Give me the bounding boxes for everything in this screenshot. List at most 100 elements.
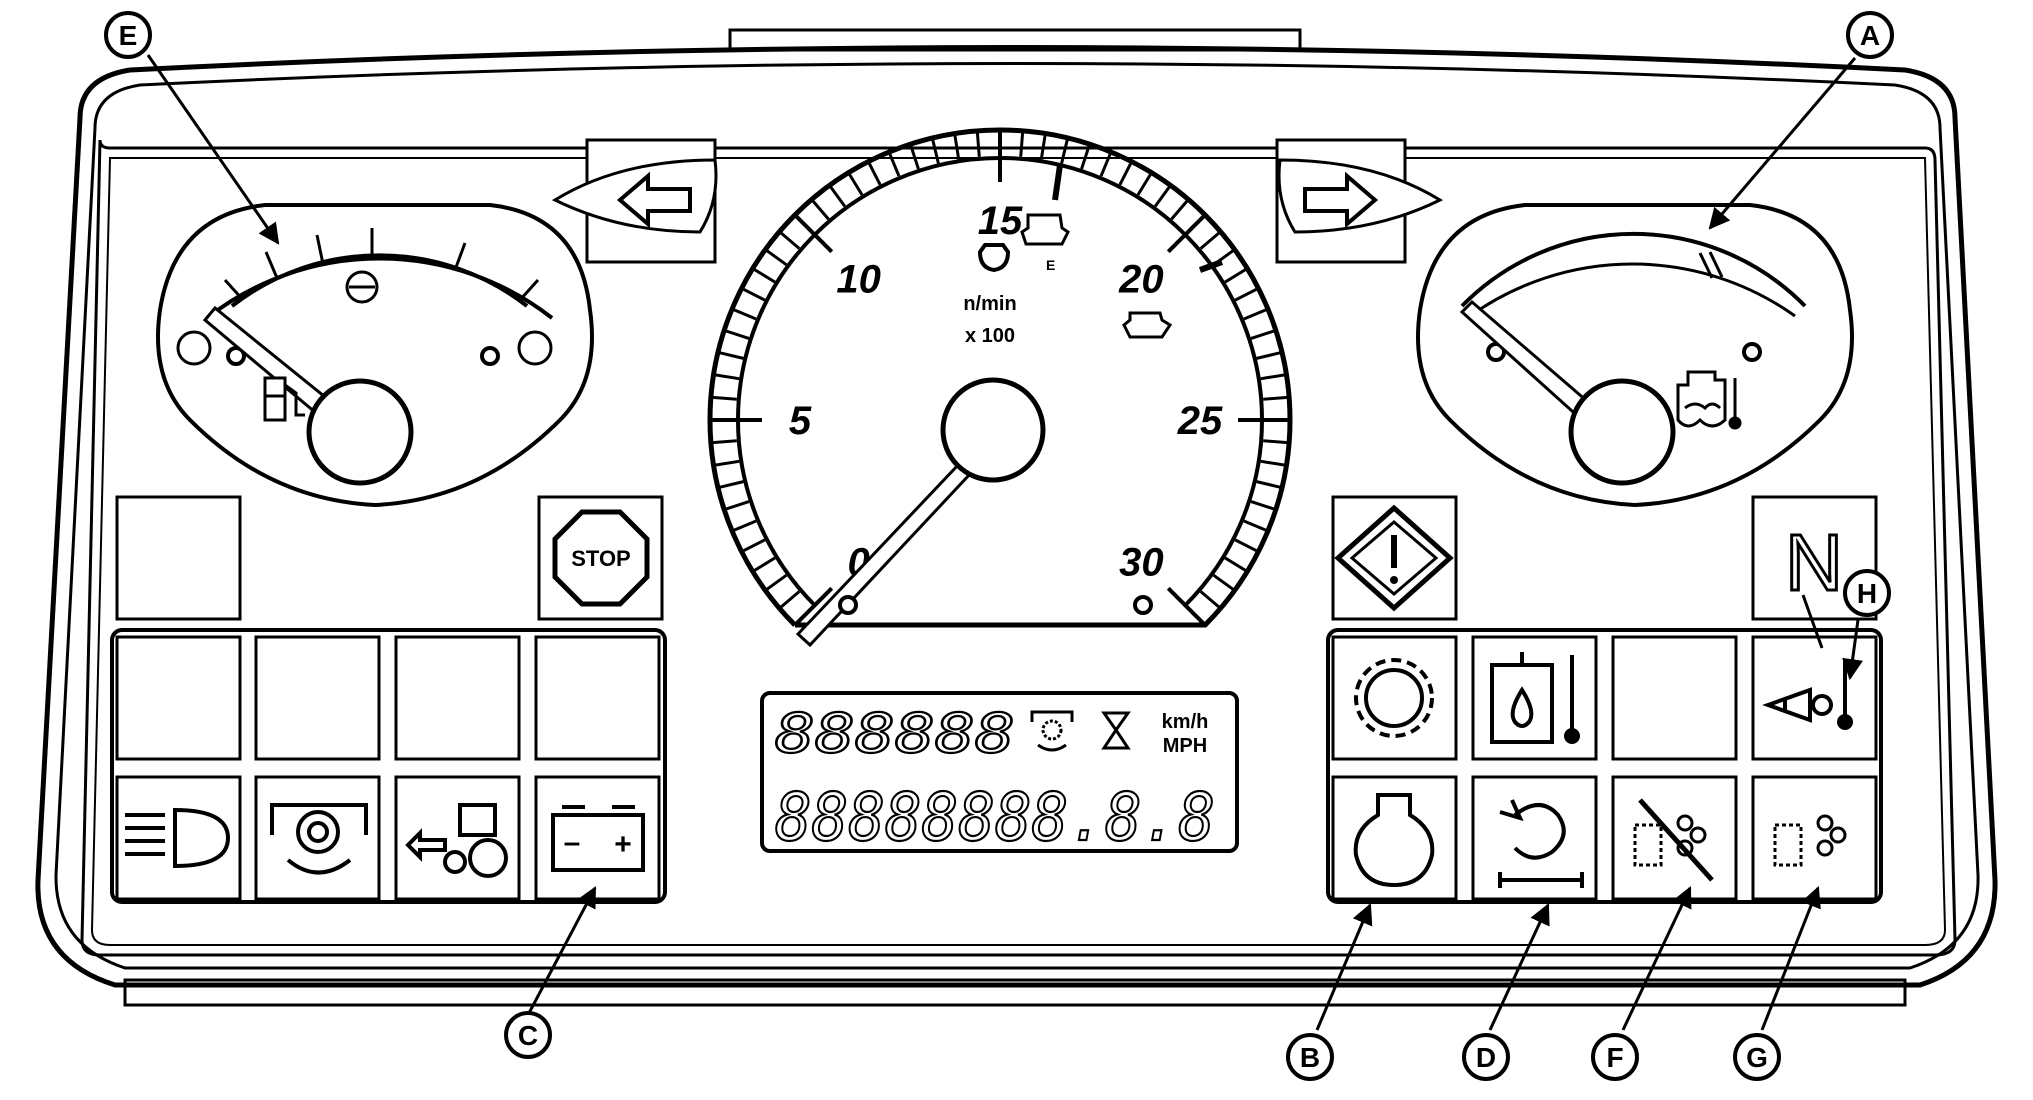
svg-text:B: B: [1300, 1042, 1320, 1073]
tach-minor-tick: [1250, 328, 1277, 340]
tach-scale-label: 15: [978, 199, 1023, 243]
tach-minor-tick: [710, 395, 737, 401]
service-indicator: [1471, 775, 1598, 901]
tach-minor-tick: [1263, 439, 1290, 445]
engine-oil-icon-top: E: [1020, 213, 1070, 273]
tach-minor-tick: [847, 171, 864, 196]
stop-sign-icon: [552, 509, 650, 607]
indicator-blank-4: [534, 635, 661, 761]
regen-indicator: [1751, 775, 1878, 901]
oil-pressure-indicator: [1331, 775, 1458, 901]
transmission-indicator: [1331, 635, 1458, 761]
left-turn-indicator: [551, 138, 718, 264]
engine-oil-icon: [1122, 311, 1173, 339]
fuel-gauge: [156, 203, 594, 508]
indicator-blank-2: [254, 635, 381, 761]
unit-kmh: km/h: [1162, 711, 1209, 733]
oil-pressure-icon: [1353, 793, 1435, 888]
callout-g: G: [1733, 1033, 1781, 1081]
svg-text:D: D: [1476, 1042, 1496, 1073]
tach-minor-tick: [953, 133, 961, 160]
tach-minor-tick: [1256, 350, 1283, 360]
tach-minor-tick: [717, 350, 744, 360]
tach-minor-tick: [1234, 538, 1260, 553]
tach-minor-tick: [810, 198, 830, 221]
coolant-temperature-icon: [1676, 370, 1742, 430]
hydraulic-oil-temp-icon: [1490, 652, 1580, 744]
tach-minor-tick: [1199, 230, 1222, 250]
tach-minor-tick: [1260, 373, 1287, 381]
tach-minor-tick: [1019, 130, 1025, 157]
tach-minor-tick: [713, 459, 740, 467]
trailer-brake-indicator: [394, 775, 521, 901]
svg-text:G: G: [1746, 1042, 1768, 1073]
callout-d: D: [1462, 1033, 1510, 1081]
e-marker: E: [1046, 257, 1055, 273]
tach-minor-tick: [1243, 307, 1269, 321]
tach-minor-tick: [867, 160, 882, 186]
battery-minus: –: [564, 826, 581, 859]
tach-minor-tick: [1263, 395, 1290, 401]
callout-h: H: [1843, 569, 1891, 617]
tach-minor-tick: [908, 143, 920, 170]
tach-minor-tick: [778, 590, 801, 610]
svg-text:F: F: [1606, 1042, 1623, 1073]
tach-scale-label: 30: [1119, 540, 1164, 584]
tach-minor-tick: [1243, 519, 1269, 533]
svg-text:E: E: [119, 20, 138, 51]
tach-minor-tick: [723, 500, 750, 512]
tach-minor-tick: [1224, 267, 1249, 284]
headlight-indicator: [115, 775, 242, 901]
callout-b: B: [1286, 1033, 1334, 1081]
air-filter-temp-icon: [1762, 660, 1853, 730]
lcd-top-digits: 888888: [775, 702, 1015, 765]
tach-unit-line2: x 100: [965, 325, 1015, 347]
tach-minor-tick: [1136, 171, 1153, 196]
indicator-blank-upper-left: [115, 495, 242, 621]
left-arrow-icon: [616, 171, 692, 229]
tach-minor-tick: [710, 439, 737, 445]
lcd-bottom-digits: 88888888.8.8: [775, 779, 1215, 856]
tach-minor-tick: [1080, 143, 1092, 170]
tach-minor-tick: [887, 151, 901, 177]
tach-minor-tick: [740, 287, 766, 302]
tach-minor-tick: [975, 130, 981, 157]
tach-unit-line1: n/min: [963, 293, 1016, 315]
lcd-display: 888888 km/h MPH 88888888.8.8: [760, 691, 1239, 857]
regen-inhibit-icon: [1633, 798, 1714, 882]
regen-icon: [1773, 814, 1847, 867]
tach-minor-tick: [723, 328, 750, 340]
tach-minor-tick: [1234, 287, 1260, 302]
pto-icon: [270, 803, 368, 875]
service-icon: [1498, 799, 1584, 888]
tach-minor-tick: [731, 307, 757, 321]
tach-minor-tick: [778, 230, 801, 250]
tach-minor-tick: [764, 573, 788, 592]
tach-major-tick: [793, 213, 834, 254]
right-indicator-cluster: [1326, 628, 1883, 904]
svg-text:C: C: [518, 1020, 538, 1051]
stop-label: STOP: [571, 546, 631, 571]
callout-f: F: [1591, 1033, 1639, 1081]
stop-indicator: STOP: [537, 495, 664, 621]
tach-minor-tick: [1060, 137, 1070, 164]
headlight-icon: [125, 807, 231, 869]
indicator-blank-right: [1611, 635, 1738, 761]
callout-a: A: [1846, 11, 1894, 59]
tach-minor-tick: [1199, 590, 1222, 610]
unit-mph: MPH: [1163, 735, 1207, 757]
right-turn-indicator: [1275, 138, 1444, 264]
svg-text:A: A: [1860, 20, 1880, 51]
callout-e: E: [104, 11, 152, 59]
neutral-icon: N: [1785, 518, 1843, 607]
battery-plus: +: [614, 828, 632, 861]
fuel-pump-icon: [263, 376, 305, 422]
tach-minor-tick: [1099, 151, 1113, 177]
tach-scale-label: 5: [789, 399, 812, 443]
tach-minor-tick: [1153, 184, 1172, 208]
tach-minor-tick: [1118, 160, 1133, 186]
tach-hub: [940, 377, 1046, 483]
trailer-brake-icon: [405, 803, 508, 878]
